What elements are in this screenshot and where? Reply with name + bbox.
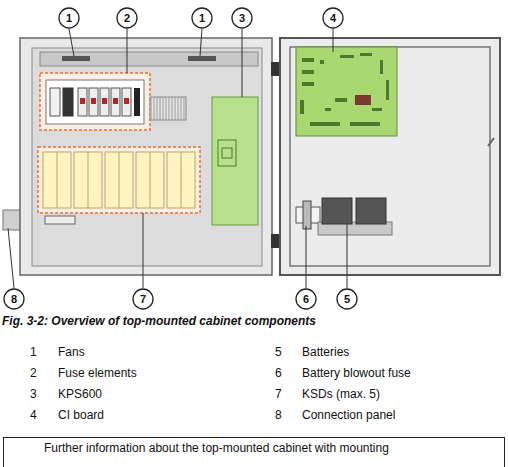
callout-circle: 8: [3, 288, 25, 310]
part-name: Fans: [58, 345, 85, 359]
note-text: Further information about the top-mounte…: [44, 441, 389, 455]
callout-number: 8: [3, 288, 25, 310]
fuse: [63, 88, 73, 116]
callout-circle: 7: [132, 288, 154, 310]
note-box: Further information about the top-mounte…: [3, 437, 505, 467]
battery: [322, 198, 352, 224]
callout-circle: 1: [58, 7, 80, 29]
callout-circle: 5: [336, 288, 358, 310]
ksd-modules: [43, 152, 195, 208]
key-number: 1: [30, 345, 37, 359]
fan: [62, 56, 90, 61]
ci-board: [296, 47, 397, 136]
part-name: KSDs (max. 5): [302, 387, 380, 401]
cabinet-body: [20, 38, 272, 275]
battery-fuse-body: [303, 201, 311, 229]
cabinet-door: [280, 38, 500, 275]
callout-circle: 4: [322, 7, 344, 29]
hinge: [271, 234, 280, 248]
callout-number: 3: [231, 7, 253, 29]
key-number: 2: [30, 366, 37, 380]
key-number: 5: [275, 345, 282, 359]
part-name: Batteries: [302, 345, 349, 359]
fuse-row: [78, 88, 140, 116]
part-name: Fuse elements: [58, 366, 137, 380]
part-name: CI board: [58, 408, 104, 422]
leader-lines: [8, 29, 347, 288]
ksd-area: [38, 147, 200, 213]
small-rail: [45, 216, 75, 224]
key-number: 7: [275, 387, 282, 401]
callout-circle: 2: [116, 7, 138, 29]
figure-caption: Fig. 3-2: Overview of top-mounted cabine…: [2, 314, 316, 328]
part-name: Battery blowout fuse: [302, 366, 411, 380]
kps600: [212, 97, 258, 225]
callout-circle: 1: [191, 7, 213, 29]
key-number: 6: [275, 366, 282, 380]
callout-number: 1: [191, 7, 213, 29]
kps600-detail: [222, 148, 232, 158]
callout-number: 5: [336, 288, 358, 310]
fan-strip: [40, 52, 258, 66]
fan: [188, 56, 216, 61]
key-number: 4: [30, 408, 37, 422]
connection-panel: [3, 210, 21, 230]
fuse-area: [40, 73, 150, 130]
callout-number: 7: [132, 288, 154, 310]
mounting-plate: [32, 48, 262, 266]
callout-number: 2: [116, 7, 138, 29]
door-handle: [488, 138, 494, 146]
fuse: [50, 88, 60, 116]
callout-number: 4: [322, 7, 344, 29]
callout-number: 1: [58, 7, 80, 29]
part-name: KPS600: [58, 387, 102, 401]
din-rail: [46, 80, 144, 124]
part-name: Connection panel: [302, 408, 395, 422]
battery: [356, 198, 386, 224]
hinge: [271, 62, 280, 76]
terminal-block: [150, 97, 186, 120]
callout-circle: 6: [295, 288, 317, 310]
kps600-detail: [218, 140, 236, 166]
callout-number: 6: [295, 288, 317, 310]
door-seal: [290, 47, 490, 266]
ci-board-parts: [300, 53, 389, 126]
callout-circle: 3: [231, 7, 253, 29]
key-number: 8: [275, 408, 282, 422]
key-number: 3: [30, 387, 37, 401]
